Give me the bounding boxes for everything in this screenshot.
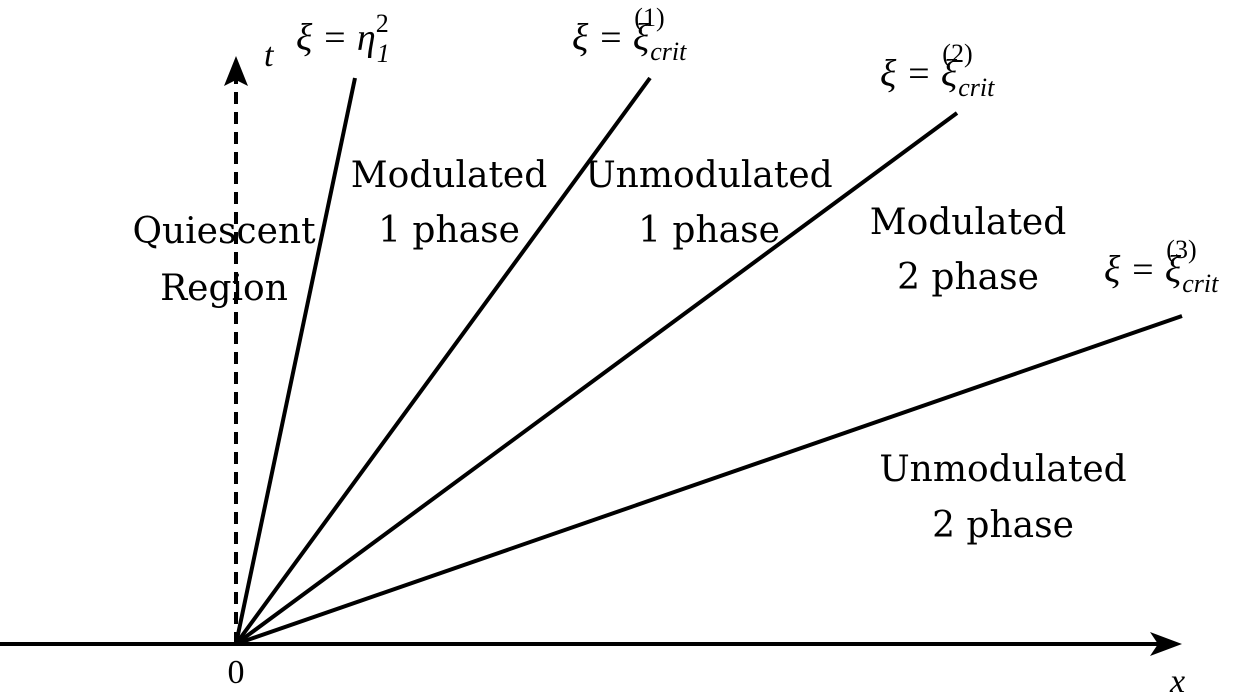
svg-text:ξ = ξcrit(2): ξ = ξcrit(2) — [880, 39, 995, 102]
region-modulated-1: Modulated 1 phase — [351, 155, 548, 251]
ray-crit2-label: ξ = ξcrit(2) — [880, 39, 995, 102]
ray-eta-line — [234, 77, 357, 645]
svg-text:Unmodulated: Unmodulated — [585, 155, 832, 196]
ray-eta-label: ξ = η12 — [296, 9, 390, 68]
region-quiescent: Quiescent Region — [132, 211, 316, 309]
svg-text:1 phase: 1 phase — [378, 210, 520, 251]
ray-crit1-label: ξ = ξcrit(1) — [572, 3, 687, 66]
x-axis-arrowhead — [1150, 632, 1182, 656]
region-unmodulated-2: Unmodulated 2 phase — [879, 449, 1126, 546]
ray-crit3-line — [235, 314, 1183, 646]
svg-text:2 phase: 2 phase — [932, 505, 1074, 546]
ray-crit3-label: ξ = ξcrit(3) — [1104, 235, 1219, 298]
svg-text:Region: Region — [160, 268, 288, 309]
x-axis — [0, 632, 1182, 656]
svg-text:ξ = η12: ξ = η12 — [296, 9, 390, 68]
ray-crit2-line — [234, 111, 959, 646]
region-modulated-2: Modulated 2 phase — [870, 202, 1067, 298]
x-axis-label: x — [1169, 663, 1185, 694]
svg-text:2 phase: 2 phase — [897, 257, 1039, 298]
svg-text:ξ = ξcrit(1): ξ = ξcrit(1) — [572, 3, 687, 66]
t-axis-label: t — [264, 37, 275, 74]
origin-label: 0 — [228, 654, 245, 691]
t-axis-arrowhead — [224, 56, 248, 86]
region-unmodulated-1: Unmodulated 1 phase — [585, 155, 832, 251]
svg-text:Modulated: Modulated — [351, 155, 548, 196]
ray-crit1-line — [234, 76, 652, 646]
svg-text:Quiescent: Quiescent — [132, 211, 316, 252]
svg-text:1 phase: 1 phase — [638, 210, 780, 251]
svg-text:Modulated: Modulated — [870, 202, 1067, 243]
svg-text:Unmodulated: Unmodulated — [879, 449, 1126, 490]
t-axis — [224, 56, 248, 644]
svg-text:ξ = ξcrit(3): ξ = ξcrit(3) — [1104, 235, 1219, 298]
